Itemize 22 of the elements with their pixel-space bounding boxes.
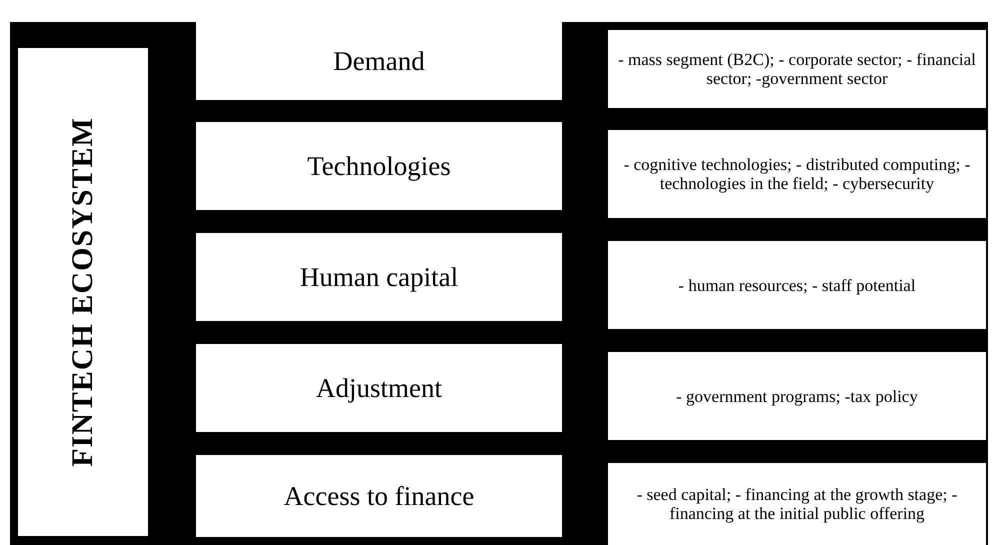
category-label: Adjustment	[316, 372, 442, 404]
description-box	[608, 241, 986, 329]
title-box	[18, 48, 148, 536]
vertical-title: FINTECH ECOSYSTEM	[66, 117, 100, 467]
category-label: Technologies	[307, 150, 451, 182]
description-text: - seed capital; - financing at the growth stage; - financing at the initial public offering	[636, 485, 958, 523]
category-box	[196, 122, 562, 210]
category-box	[196, 233, 562, 321]
description-box	[608, 30, 986, 108]
description-text: - government programs; -tax policy	[675, 386, 919, 406]
description-box	[608, 463, 986, 545]
category-box	[196, 344, 562, 432]
category-box	[196, 455, 562, 537]
description-text: - human resources; - staff potential	[677, 276, 917, 294]
description-box	[608, 352, 986, 440]
category-label: Human capital	[300, 262, 458, 292]
description-text: - cognitive technologies; - distributed computing; - technologies in the field; - cybersecurity	[622, 155, 972, 193]
category-box	[196, 22, 562, 100]
description-box	[608, 130, 986, 218]
description-text: - mass segment (B2C); - corporate sector; - financial sector; -government sector	[617, 50, 977, 88]
category-label: Demand	[333, 46, 425, 76]
category-label: Access to finance	[284, 480, 474, 512]
